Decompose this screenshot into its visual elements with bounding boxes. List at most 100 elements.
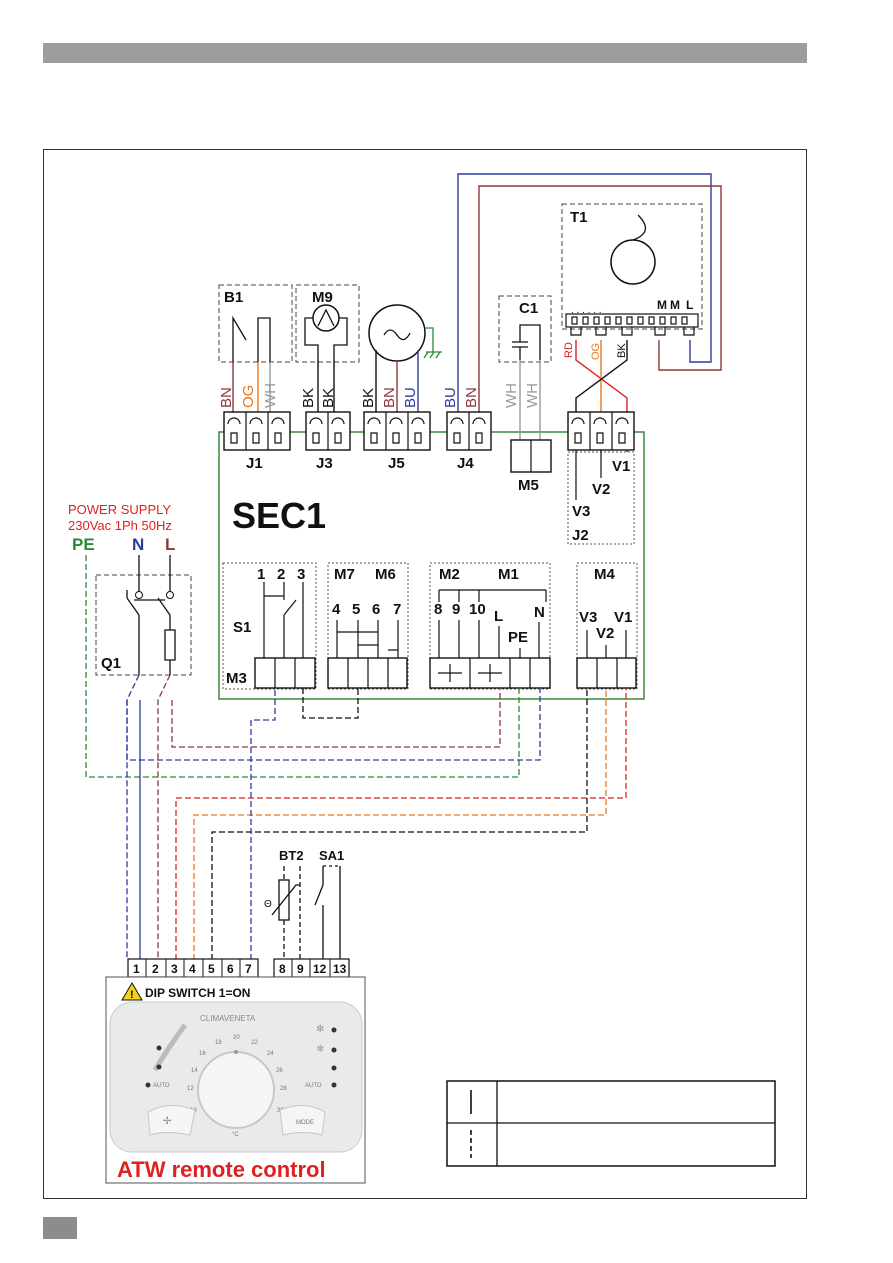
remote-terminal-5: 5 xyxy=(208,962,215,976)
m5-label: M5 xyxy=(518,477,539,494)
dial-tick-26: 26 xyxy=(276,1068,283,1074)
j3-wire-bk1: BK xyxy=(300,388,317,408)
dial-tick-16: 16 xyxy=(199,1051,206,1057)
t1-label: T1 xyxy=(570,209,588,226)
j1-wire-wh: WH xyxy=(262,383,279,408)
j1-wire-bn: BN xyxy=(218,387,235,408)
remote-terminal-3: 3 xyxy=(171,962,178,976)
bt2-label: BT2 xyxy=(279,848,304,863)
dial-tick-18: 18 xyxy=(215,1040,222,1046)
fan-motor-icon xyxy=(368,304,426,362)
m2-m1-area xyxy=(429,562,551,690)
svg-text:!: ! xyxy=(130,989,134,1001)
remote-mode-button[interactable] xyxy=(279,1105,326,1136)
header-bar xyxy=(43,43,807,63)
m3-pin-1: 1 xyxy=(257,566,265,583)
j3-label: J3 xyxy=(316,455,333,472)
sec1-label: SEC1 xyxy=(232,495,326,536)
t1-terminal-l: L xyxy=(686,298,693,312)
j1-label: J1 xyxy=(246,455,263,472)
j1-wire-og: OG xyxy=(240,385,257,408)
m1-pin-10: 10 xyxy=(469,601,486,618)
q1-switch-symbol xyxy=(126,555,176,675)
power-supply-spec: 230Vac 1Ph 50Hz xyxy=(68,518,172,533)
m7-label: M7 xyxy=(334,566,355,583)
c1-wire-wh2: WH xyxy=(524,383,541,408)
m1-label: M1 xyxy=(498,566,519,583)
dial-tick-14: 14 xyxy=(191,1068,198,1074)
j2-label: J2 xyxy=(572,527,589,544)
motor-icon xyxy=(610,239,656,285)
s1-label: S1 xyxy=(233,619,251,636)
remote-fan-button[interactable] xyxy=(147,1105,196,1136)
remote-terminal-8: 8 xyxy=(279,962,286,976)
dial-tick-12: 12 xyxy=(187,1086,194,1092)
j5-label: J5 xyxy=(388,455,405,472)
j5-wire-bu: BU xyxy=(402,387,419,408)
dial-tick-22: 22 xyxy=(251,1040,258,1046)
sa1-label: SA1 xyxy=(319,848,344,863)
q1-box xyxy=(95,574,192,676)
m1-pin-l: L xyxy=(494,608,503,625)
m1-pin-n: N xyxy=(534,604,545,621)
j5-wire-bn: BN xyxy=(381,387,398,408)
dip-switch-note: DIP SWITCH 1=ON xyxy=(145,986,250,1000)
m4-pin-v1: V1 xyxy=(614,609,632,626)
n-label: N xyxy=(132,535,144,554)
m9-box xyxy=(295,284,360,363)
m7-pin-4: 4 xyxy=(332,601,341,618)
svg-text:✻: ✻ xyxy=(316,1024,324,1035)
t1-wire-og: OG xyxy=(590,343,602,360)
remote-terminal-2: 2 xyxy=(152,962,159,976)
capacitor-icon xyxy=(512,324,541,360)
m6-pin-7: 7 xyxy=(393,601,401,618)
wire-blue-j4 xyxy=(457,173,712,412)
j2-pin-v3: V3 xyxy=(572,503,590,520)
l-label: L xyxy=(165,535,175,554)
remote-terminal-9: 9 xyxy=(297,962,304,976)
sa1-switch-icon xyxy=(314,865,341,960)
power-supply-title: POWER SUPPLY xyxy=(68,502,171,517)
t1-wire-rd: RD xyxy=(563,342,575,358)
b1-box xyxy=(218,284,293,363)
m7-pin-5: 5 xyxy=(352,601,360,618)
t1-wire-bk: BK xyxy=(616,343,628,358)
m3-pin-3: 3 xyxy=(297,566,305,583)
m4-label: M4 xyxy=(594,566,615,583)
m2-label: M2 xyxy=(439,566,460,583)
page-marker xyxy=(43,1217,77,1239)
b1-label: B1 xyxy=(224,289,243,306)
m4-pin-v2: V2 xyxy=(596,625,614,642)
j5-wire-bk: BK xyxy=(360,388,377,408)
svg-text:❄: ❄ xyxy=(316,1044,324,1055)
m1-pin-pe: PE xyxy=(508,629,528,646)
m6-pin-6: 6 xyxy=(372,601,380,618)
j4-wire-bn: BN xyxy=(463,387,480,408)
m3-label: M3 xyxy=(226,670,247,687)
bt2-thermistor-icon: Θ xyxy=(264,866,301,960)
t1-terminal-m1: M xyxy=(657,298,667,312)
q1-label: Q1 xyxy=(101,655,121,672)
m3-area xyxy=(222,562,317,690)
remote-auto-right: AUTO xyxy=(305,1083,322,1089)
remote-terminal-4: 4 xyxy=(189,962,196,976)
dial-tick-20: 20 xyxy=(233,1035,240,1041)
remote-unit: °C xyxy=(232,1132,239,1138)
remote-auto-left: AUTO xyxy=(153,1083,170,1089)
m6-label: M6 xyxy=(375,566,396,583)
remote-terminal-12: 12 xyxy=(313,962,327,976)
remote-terminal-6: 6 xyxy=(227,962,234,976)
remote-dial[interactable] xyxy=(197,1051,275,1129)
remote-terminal-1: 1 xyxy=(133,962,140,976)
wire-brown-j4 xyxy=(478,185,722,412)
remote-terminal-13: 13 xyxy=(333,962,347,976)
svg-text:✢: ✢ xyxy=(163,1116,171,1127)
remote-mode-label: MODE xyxy=(296,1120,314,1126)
m4-area xyxy=(576,562,638,690)
j4-label: J4 xyxy=(457,455,474,472)
m9-label: M9 xyxy=(312,289,333,306)
diagram-frame xyxy=(43,149,807,1199)
dial-tick-28: 28 xyxy=(280,1086,287,1092)
t1-box xyxy=(561,203,703,330)
